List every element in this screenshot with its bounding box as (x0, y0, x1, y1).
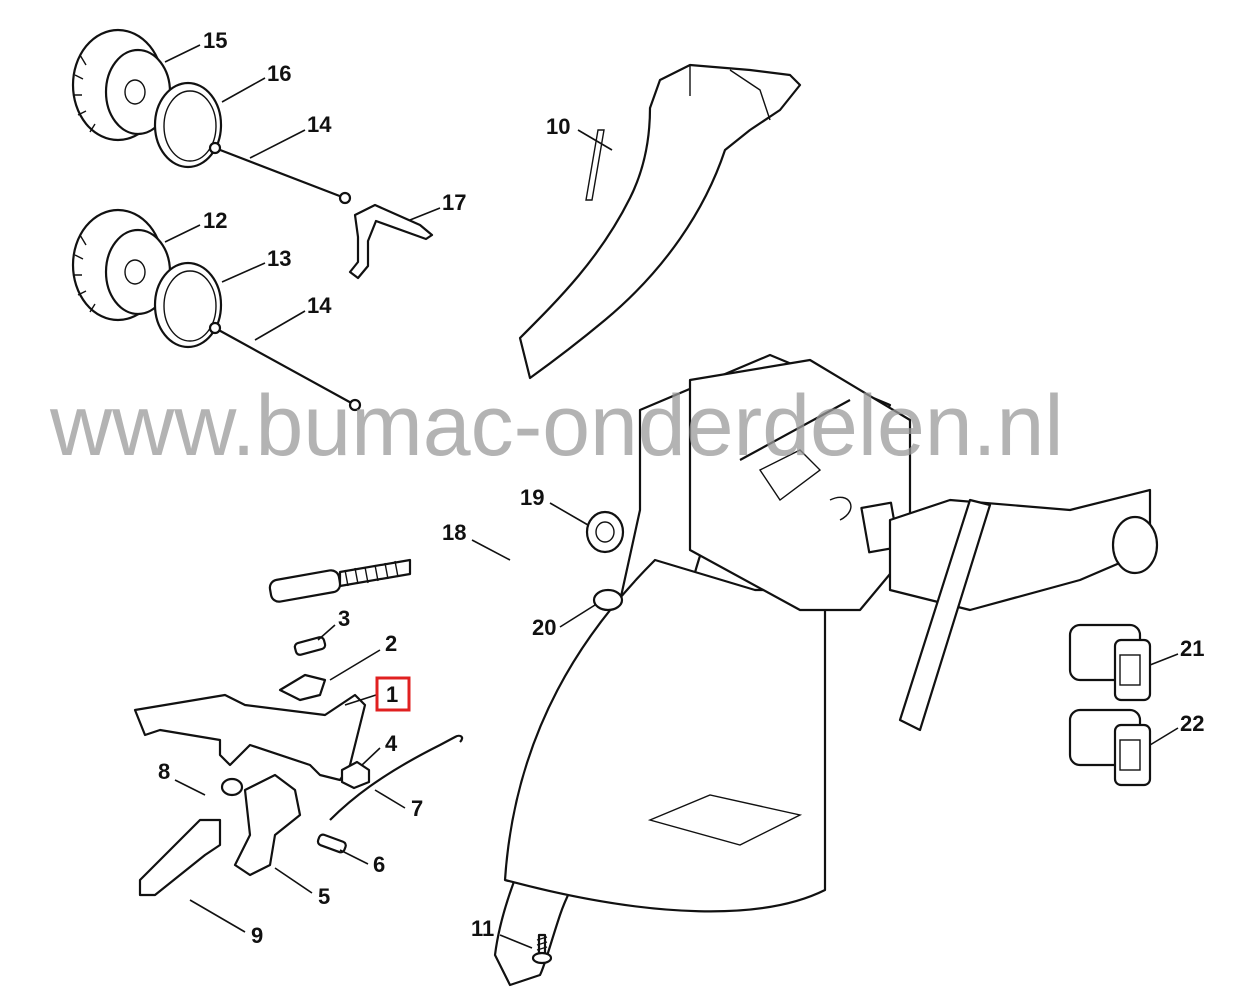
label-1: 1 (386, 682, 398, 707)
part-22-connector (1068, 708, 1152, 787)
label-3: 3 (338, 606, 350, 631)
label-7: 7 (411, 796, 423, 821)
part-10-handle (518, 63, 802, 380)
part-14-rod-upper (208, 141, 352, 205)
label-5: 5 (318, 884, 330, 909)
label-22: 22 (1180, 711, 1204, 736)
part-19-cap (585, 510, 625, 554)
label-12: 12 (203, 208, 227, 233)
label-21: 21 (1180, 636, 1204, 661)
label-18: 18 (442, 520, 466, 545)
part-11-screw (531, 933, 553, 965)
main-housing (493, 353, 1159, 987)
label-8: 8 (158, 759, 170, 784)
label-14-lower: 14 (307, 293, 332, 318)
label-10: 10 (546, 114, 570, 139)
label-9: 9 (251, 923, 263, 948)
label-19: 19 (520, 485, 544, 510)
part-20-spring (592, 588, 624, 612)
part-5-interlock-lever (233, 773, 302, 877)
label-16: 16 (267, 61, 291, 86)
part-17-lever (348, 203, 434, 280)
part-7-rod (329, 734, 464, 821)
watermark: www.bumac-onderdelen.nl (49, 378, 1063, 474)
part-16-ring (153, 81, 223, 169)
part-4-clip (340, 760, 371, 790)
part-3-pin (293, 636, 327, 656)
label-17: 17 (442, 190, 466, 215)
label-4: 4 (385, 731, 398, 756)
part-2-spring (278, 673, 327, 702)
label-20: 20 (532, 615, 556, 640)
label-13: 13 (267, 246, 291, 271)
leader-lines (164, 44, 1179, 949)
part-9-lever (138, 818, 222, 897)
label-14-upper: 14 (307, 112, 332, 137)
label-2: 2 (385, 631, 397, 656)
part-labels: 15 16 14 17 12 13 14 10 19 18 3 2 1 20 4… (158, 28, 1204, 948)
label-11: 11 (471, 916, 494, 941)
highlight-box (375, 676, 411, 712)
part-18-spring (268, 558, 412, 603)
label-6: 6 (373, 852, 385, 877)
part-6-pin (316, 833, 347, 854)
part-8-spring (220, 777, 244, 797)
part-13-ring (153, 261, 223, 349)
label-15: 15 (203, 28, 227, 53)
part-14-rod-lower (208, 321, 362, 412)
part-1-throttle-trigger (133, 693, 367, 782)
part-12-knob (71, 208, 172, 322)
part-21-connector (1068, 623, 1152, 702)
